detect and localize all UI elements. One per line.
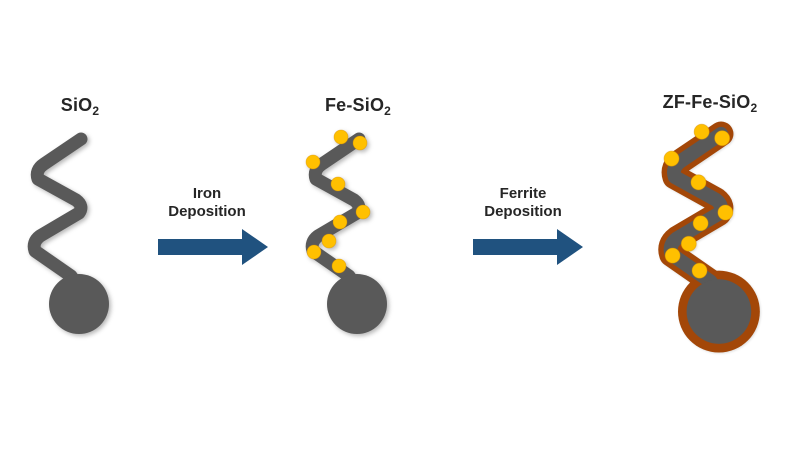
iron-dot (352, 135, 368, 151)
right-arrow-shape (473, 229, 583, 265)
iron-dot (330, 176, 346, 192)
iron-dot (663, 150, 680, 167)
iron-deposition-arrow-icon (158, 229, 268, 265)
iron-dot (306, 244, 322, 260)
iron-dot (690, 174, 707, 191)
stage-label-subscript: 2 (750, 101, 758, 115)
stage-label-text: Fe-SiO (324, 95, 385, 115)
stage-label-text: ZF-Fe-SiO (662, 92, 751, 112)
iron-dot (693, 123, 710, 140)
stage-label-text: SiO (60, 95, 93, 115)
iron-dot (321, 233, 337, 249)
iron-dot (305, 154, 321, 170)
iron-nanoparticle-dots (305, 129, 371, 274)
iron-dot (331, 258, 347, 274)
arrow-label-line1: Ferrite (499, 185, 547, 202)
particle-head (49, 274, 109, 334)
particle-tail (27, 132, 88, 293)
iron-dot (714, 130, 731, 147)
arrow-label-line2: Deposition (168, 203, 246, 220)
iron-dot (680, 235, 697, 252)
stage-label-sio2: SiO2 (15, 95, 145, 118)
right-arrow-shape (158, 229, 268, 265)
iron-decorated-tadpole-icon (305, 129, 387, 334)
silica-tadpole-icon (27, 132, 109, 334)
iron-dot (692, 215, 709, 232)
iron-dot (717, 204, 734, 221)
arrow-label-line2: Deposition (484, 203, 562, 220)
iron-dot (355, 204, 371, 220)
stage-label-fe-sio2: Fe-SiO2 (293, 95, 423, 118)
iron-dot (664, 247, 681, 264)
particle-head (686, 279, 752, 344)
stage-label-subscript: 2 (92, 104, 100, 118)
stage-label-zf-fe-sio2: ZF-Fe-SiO2 (640, 92, 780, 115)
iron-dot (332, 214, 348, 230)
ferrite-coated-tadpole-icon (658, 121, 760, 353)
iron-deposition-label: Iron Deposition (137, 185, 277, 221)
stage-label-subscript: 2 (384, 104, 392, 118)
iron-dot (333, 129, 349, 145)
ferrite-deposition-label: Ferrite Deposition (453, 185, 593, 221)
ferrite-deposition-arrow-icon (473, 229, 583, 265)
particle-head (327, 274, 387, 334)
iron-nanoparticle-dots (663, 123, 734, 279)
iron-dot (691, 262, 708, 279)
arrow-label-line1: Iron (192, 185, 222, 202)
